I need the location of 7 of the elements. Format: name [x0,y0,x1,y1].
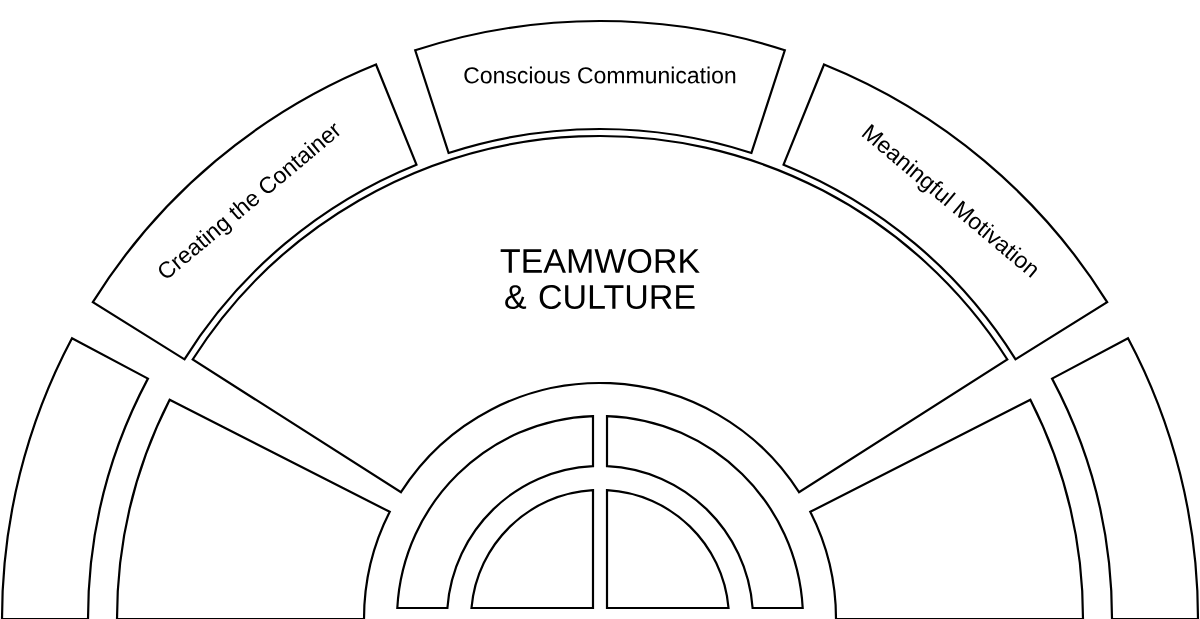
segment-band: Conscious Communication [414,19,786,155]
sector-band [115,398,391,619]
segment-band [0,337,150,619]
segment-band [1051,337,1200,619]
ring-segment [396,415,595,610]
ring-segment [605,415,804,610]
sector-band [809,398,1085,619]
